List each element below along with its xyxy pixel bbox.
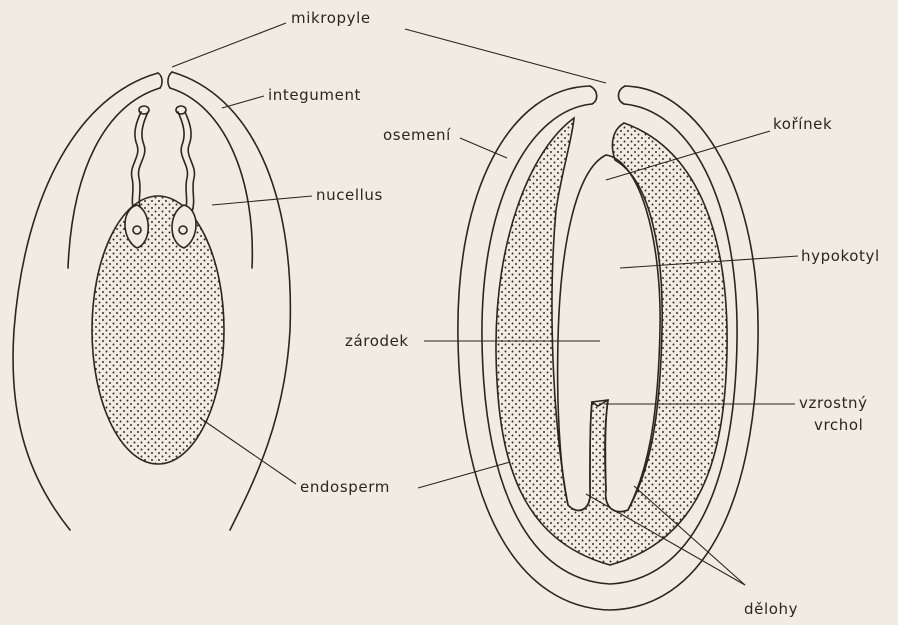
ovule xyxy=(13,72,290,530)
leader-nucellus xyxy=(212,196,312,205)
leader-endosperm-left xyxy=(200,418,296,484)
endosperm-ovule xyxy=(92,196,224,464)
label-nucellus: nucellus xyxy=(316,188,383,203)
pollen-tube-right xyxy=(178,112,187,212)
leader-osemeni xyxy=(460,138,507,158)
label-mikropyle: mikropyle xyxy=(291,11,371,26)
label-osemeni: osemení xyxy=(383,128,451,143)
leader-mikropyle-right xyxy=(405,29,606,83)
leader-endosperm-right xyxy=(418,462,510,488)
seed xyxy=(458,86,758,610)
label-endosperm: endosperm xyxy=(300,480,390,495)
pollen-tube-left-b xyxy=(139,112,148,212)
leader-integument xyxy=(222,96,264,108)
micropyle-lip-left xyxy=(158,73,162,88)
label-korinek: kořínek xyxy=(773,117,832,132)
leader-mikropyle-left xyxy=(172,23,286,67)
label-delohy: dělohy xyxy=(744,602,798,617)
micropyle-lip-right xyxy=(168,72,172,88)
label-vrchol: vrchol xyxy=(814,418,863,433)
label-vzrostny: vzrostný xyxy=(799,396,868,411)
label-zarodek: zárodek xyxy=(345,334,409,349)
label-hypokotyl: hypokotyl xyxy=(801,249,880,264)
label-integument: integument xyxy=(268,88,361,103)
